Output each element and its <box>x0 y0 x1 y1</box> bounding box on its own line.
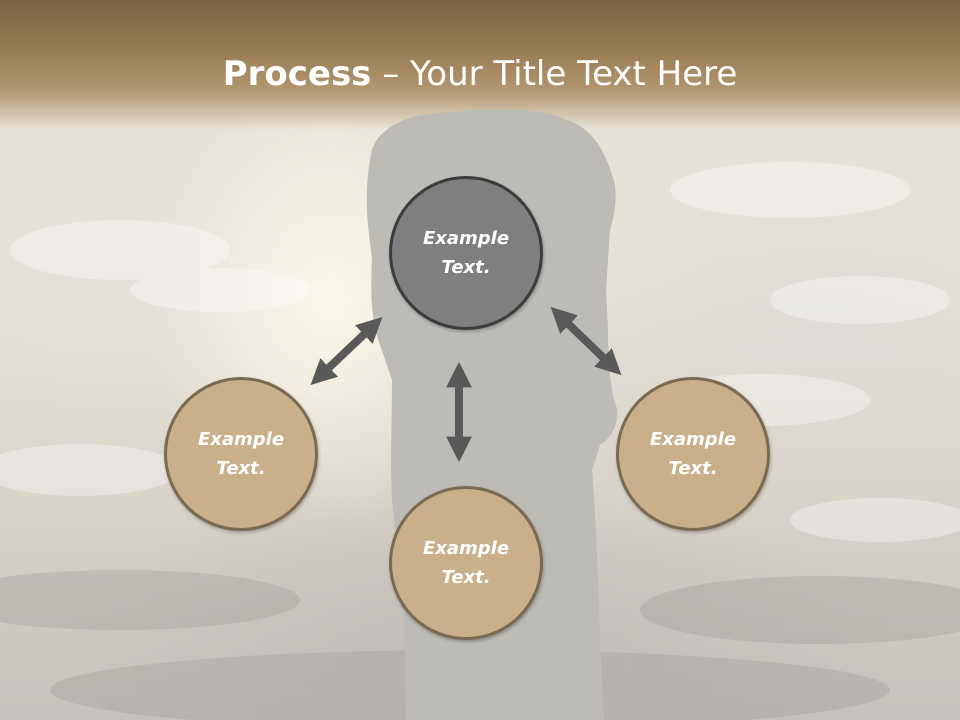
node-right-line1: Example <box>649 429 737 450</box>
node-center-line1: Example <box>422 228 510 249</box>
node-center: Example Text. <box>389 176 543 330</box>
node-center-line2: Text. <box>441 257 491 278</box>
node-left-line1: Example <box>197 429 285 450</box>
arrow-center-left <box>310 316 383 386</box>
title-band <box>0 0 960 130</box>
node-bottom-line1: Example <box>422 538 510 559</box>
slide-title: Process – Your Title Text Here <box>0 50 960 98</box>
node-left: Example Text. <box>164 377 318 531</box>
node-bottom-line2: Text. <box>441 567 491 588</box>
node-right: Example Text. <box>616 377 770 531</box>
node-right-line2: Text. <box>668 458 718 479</box>
node-left-line2: Text. <box>216 458 266 479</box>
title-bold: Process <box>222 54 372 94</box>
node-bottom: Example Text. <box>389 486 543 640</box>
arrow-center-right <box>550 306 622 376</box>
title-rest: – Your Title Text Here <box>371 54 738 94</box>
